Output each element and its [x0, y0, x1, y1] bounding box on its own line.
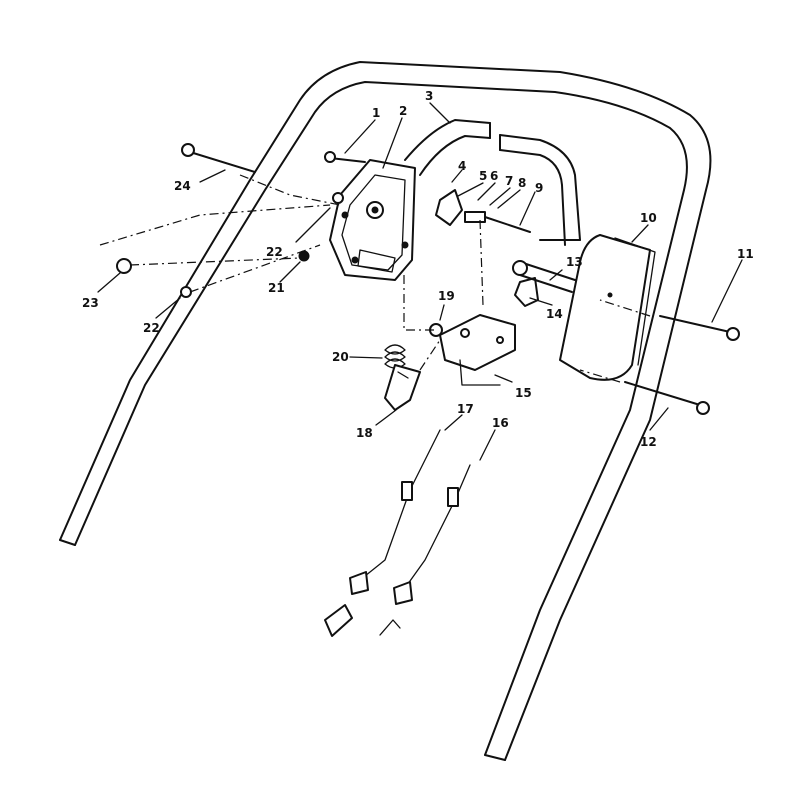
callout-6: 6: [490, 169, 498, 183]
lever-bracket: [439, 314, 516, 386]
callout-21: 21: [268, 281, 285, 295]
control-housing: [329, 159, 416, 281]
spring: [384, 344, 406, 369]
callout-24: 24: [174, 179, 191, 193]
callout-22b: 22: [143, 321, 160, 335]
lever: [384, 364, 421, 411]
callout-1: 1: [372, 106, 380, 120]
shaft: [464, 211, 576, 293]
callout-13: 13: [566, 255, 583, 269]
leader-lines: [97, 102, 743, 461]
callout-18: 18: [356, 426, 373, 440]
callout-20: 20: [332, 350, 349, 364]
callout-17: 17: [457, 402, 474, 416]
nuts: [116, 192, 344, 298]
handle-frame: [59, 61, 712, 761]
callout-5: 5: [479, 169, 487, 183]
callout-15: 15: [515, 386, 532, 400]
right-cover: [559, 234, 656, 381]
callout-10: 10: [640, 211, 657, 225]
callout-22a: 22: [266, 245, 283, 259]
callout-7: 7: [505, 174, 513, 188]
callout-9: 9: [535, 181, 543, 195]
callout-3: 3: [425, 89, 433, 103]
callout-2: 2: [399, 104, 407, 118]
bail-bar: [404, 119, 581, 246]
assembly-lines: [99, 174, 651, 383]
bolts: [181, 143, 740, 415]
cables: [324, 429, 471, 637]
callout-14: 14: [546, 307, 563, 321]
callout-11: 11: [737, 247, 754, 261]
callout-19: 19: [438, 289, 455, 303]
callout-labels: 1 2 3 4 5 6 7 8 9 10 11 12 13 14 15 16 1…: [82, 89, 754, 449]
callout-16: 16: [492, 416, 509, 430]
callout-8: 8: [518, 176, 526, 190]
callout-23: 23: [82, 296, 99, 310]
callout-4: 4: [458, 159, 466, 173]
callout-12: 12: [640, 435, 657, 449]
